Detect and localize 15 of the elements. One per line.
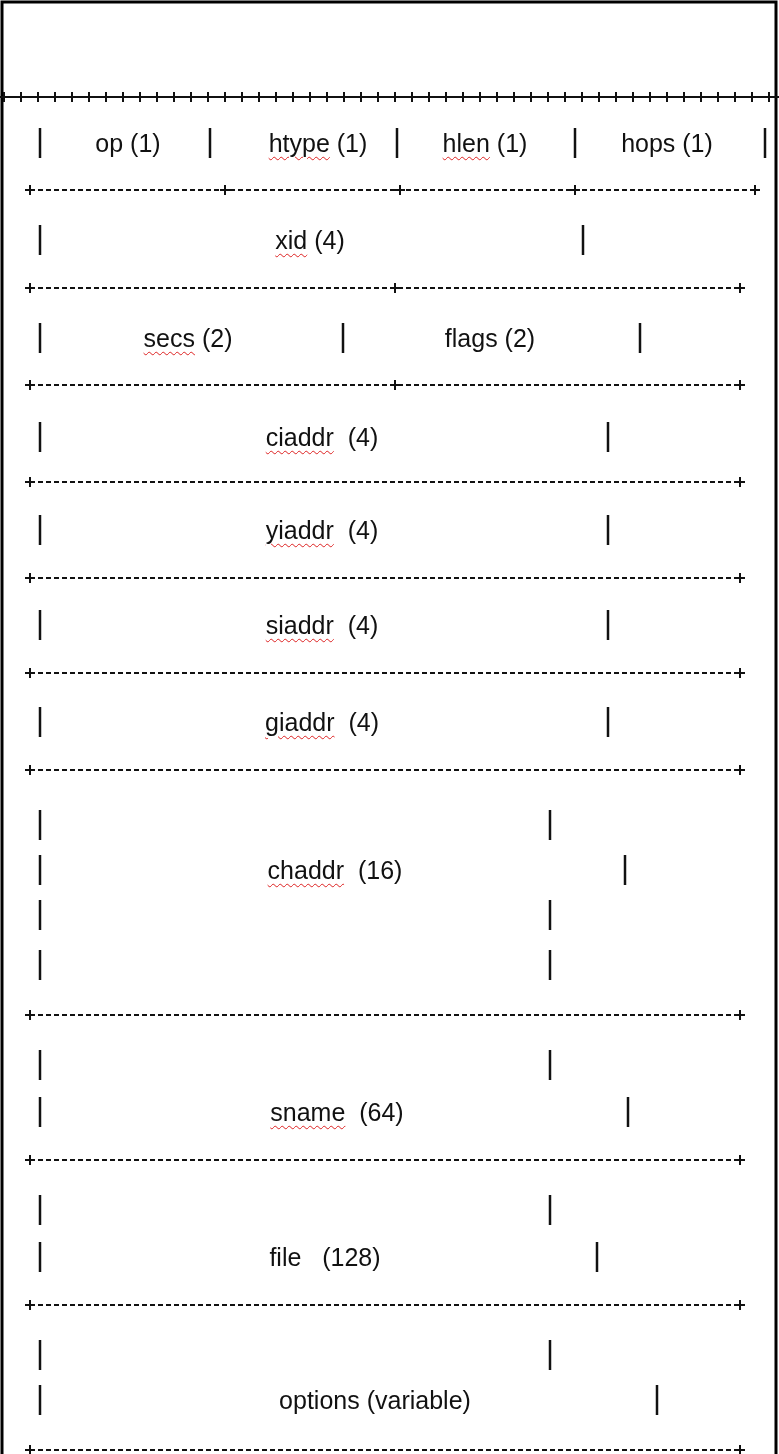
field-label: yiaddr (4) [265, 515, 379, 545]
field-label: siaddr (4) [265, 610, 379, 640]
field-label: flags (2) [444, 323, 536, 353]
field-label: file (128) [269, 1242, 381, 1272]
field-label: htype (1) [268, 128, 368, 158]
field-label: xid (4) [275, 225, 345, 255]
field-label: hlen (1) [442, 128, 528, 158]
field-label: sname (64) [270, 1097, 404, 1127]
field-label: secs (2) [143, 323, 233, 353]
field-label: op (1) [95, 128, 161, 158]
field-label: hops (1) [621, 128, 713, 158]
field-label: chaddr (16) [267, 855, 403, 885]
field-label: ciaddr (4) [265, 422, 379, 452]
field-label: giaddr (4) [265, 707, 379, 737]
field-label: options (variable) [279, 1385, 471, 1415]
